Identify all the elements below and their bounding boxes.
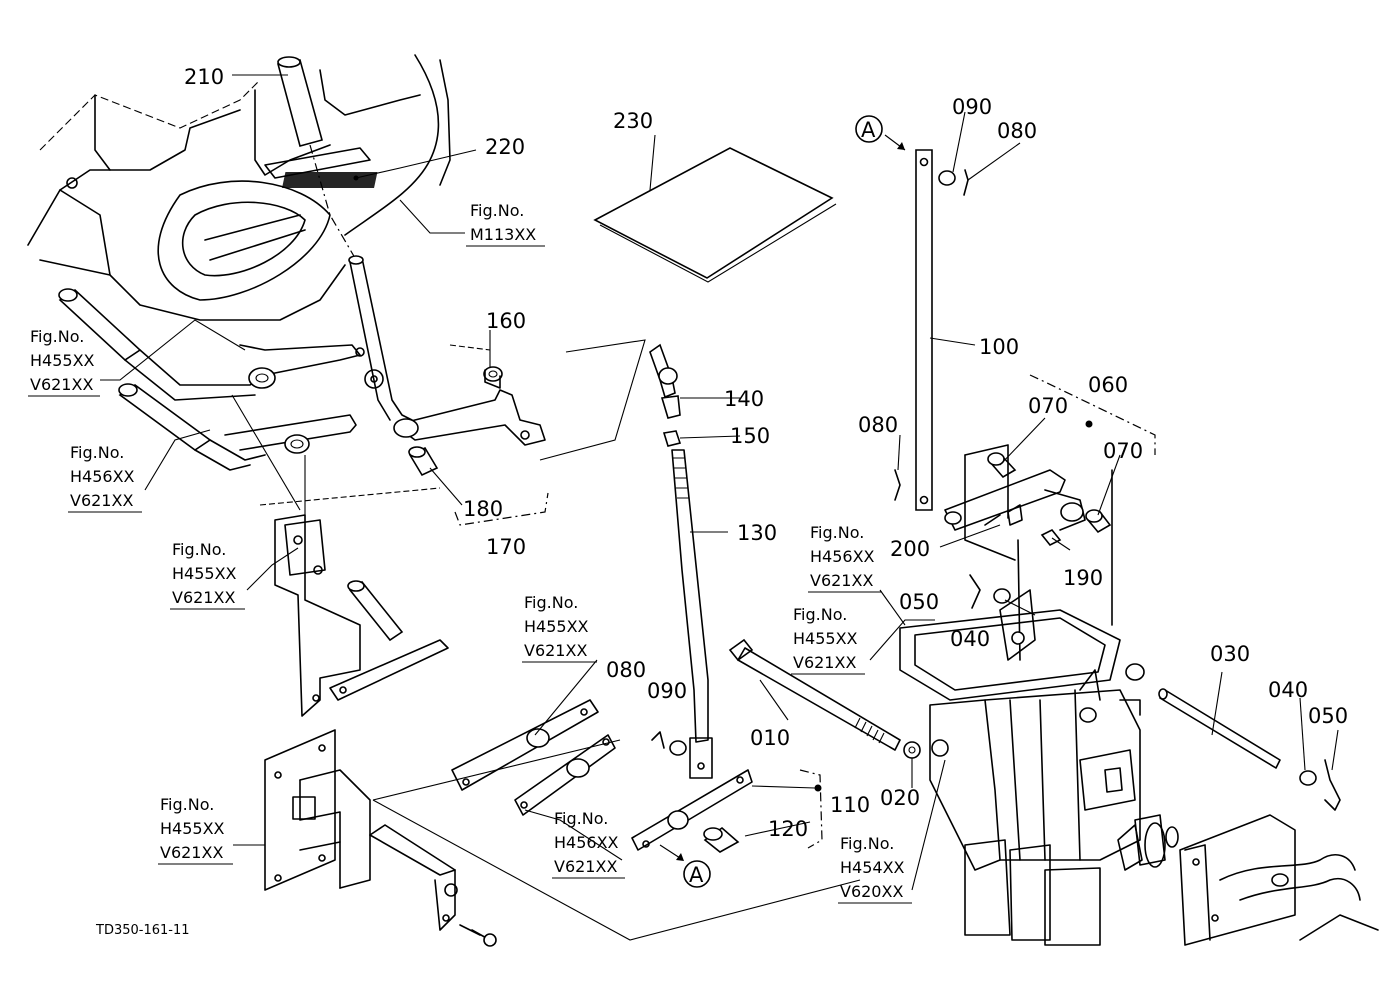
part-label-230: 230 [613,109,653,133]
part-label-070-left: 070 [1028,394,1068,418]
shaft-030 [969,574,1341,811]
part-label-140: 140 [724,387,764,411]
fig-ref-label: Fig.No. [793,605,847,624]
part-label-160: 160 [486,309,526,333]
fig-ref-code2: V621XX [172,588,235,607]
fig-ref-code: H455XX [160,819,225,838]
part-label-170: 170 [486,535,526,559]
fender-console-drawing [27,54,451,321]
fig-ref-label: Fig.No. [554,809,608,828]
part-number-labels: 210 220 230 160 140 150 130 180 170 090 … [184,65,1348,841]
figure-ref-h454-bottom: Fig.No. H454XX V620XX [838,834,912,904]
fig-ref-code: M113XX [470,225,536,244]
part-label-080-top: 080 [997,119,1037,143]
part-label-070-right: 070 [1103,439,1143,463]
part-label-080-low: 080 [606,658,646,682]
control-rod-130 [649,343,713,779]
fig-ref-label: Fig.No. [470,201,524,220]
part-label-100: 100 [979,335,1019,359]
left-levers-drawing [58,288,441,520]
part-label-020: 020 [880,786,920,810]
figure-ref-h455-upper-left: Fig.No. H455XX V621XX [28,327,100,397]
fig-ref-code2: V621XX [524,641,587,660]
fig-ref-code2: V621XX [70,491,133,510]
lever-support-bracket [274,514,449,717]
fig-ref-code: H455XX [524,617,589,636]
lever-grip-210 [277,56,413,421]
lever-bracket-assembly [355,339,646,526]
part-label-050-right: 050 [1308,704,1348,728]
fig-ref-code: H455XX [793,629,858,648]
fig-ref-label: Fig.No. [30,327,84,346]
part-label-190: 190 [1063,566,1103,590]
fig-ref-label: Fig.No. [160,795,214,814]
part-label-220: 220 [485,135,525,159]
fig-ref-code: H454XX [840,858,905,877]
fig-ref-code: H456XX [810,547,875,566]
fig-ref-code2: V620XX [840,882,903,901]
ref-marker-a-bottom-label: A [689,863,704,887]
fig-ref-label: Fig.No. [840,834,894,853]
part-label-050-mid: 050 [899,590,939,614]
part-label-110: 110 [830,793,870,817]
figure-ref-m113xx: Fig.No. M113XX [466,201,545,247]
part-label-090-top: 090 [952,95,992,119]
diagram-code: TD350-161-11 [95,923,190,938]
fig-ref-code2: V621XX [30,375,93,394]
part-label-130: 130 [737,521,777,545]
part-label-200: 200 [890,537,930,561]
fig-ref-code: H455XX [172,564,237,583]
fig-ref-label: Fig.No. [172,540,226,559]
fig-ref-label: Fig.No. [524,593,578,612]
part-label-180: 180 [463,497,503,521]
hydraulic-pipe-drawing [1117,814,1379,946]
part-label-090-low: 090 [647,679,687,703]
ref-marker-a-top: A [855,115,883,143]
figure-ref-h455-mid-right: Fig.No. H455XX V621XX [791,605,865,675]
figure-ref-h455-center: Fig.No. H455XX V621XX [522,593,597,663]
figure-ref-h456-mid-right: Fig.No. H456XX V621XX [808,523,882,593]
link-arm-100 [894,149,969,511]
fig-ref-code2: V621XX [160,843,223,862]
part-label-040-mid: 040 [950,627,990,651]
part-label-120: 120 [768,817,808,841]
link-plates-drawing [451,699,823,853]
part-label-150: 150 [730,424,770,448]
ref-marker-a-top-label: A [861,118,876,142]
fig-ref-label: Fig.No. [810,523,864,542]
fig-ref-code: H456XX [554,833,619,852]
fig-ref-code2: V621XX [793,653,856,672]
fig-ref-code2: V621XX [810,571,873,590]
ref-marker-leaders [659,134,906,861]
part-label-030: 030 [1210,642,1250,666]
figure-ref-h456-left: Fig.No. H456XX V621XX [68,443,142,513]
bolt-010 [728,638,921,759]
part-label-040-right: 040 [1268,678,1308,702]
figure-ref-h455-mid-left: Fig.No. H455XX V621XX [170,540,245,610]
part-label-060: 060 [1088,373,1128,397]
figure-ref-h455-bottom-left: Fig.No. H455XX V621XX [158,795,233,865]
fig-ref-label: Fig.No. [70,443,124,462]
manual-230 [593,147,837,283]
figure-ref-h456-center: Fig.No. H456XX V621XX [552,809,625,879]
part-label-210: 210 [184,65,224,89]
part-label-010: 010 [750,726,790,750]
leader-lines [100,74,1339,891]
ref-marker-a-bottom: A [683,860,711,888]
part-label-080-mid: 080 [858,413,898,437]
fig-ref-code: H456XX [70,467,135,486]
control-valve-body [899,589,1166,946]
fig-ref-code: H455XX [30,351,95,370]
fig-ref-code2: V621XX [554,857,617,876]
valve-lever-assembly [944,374,1156,661]
